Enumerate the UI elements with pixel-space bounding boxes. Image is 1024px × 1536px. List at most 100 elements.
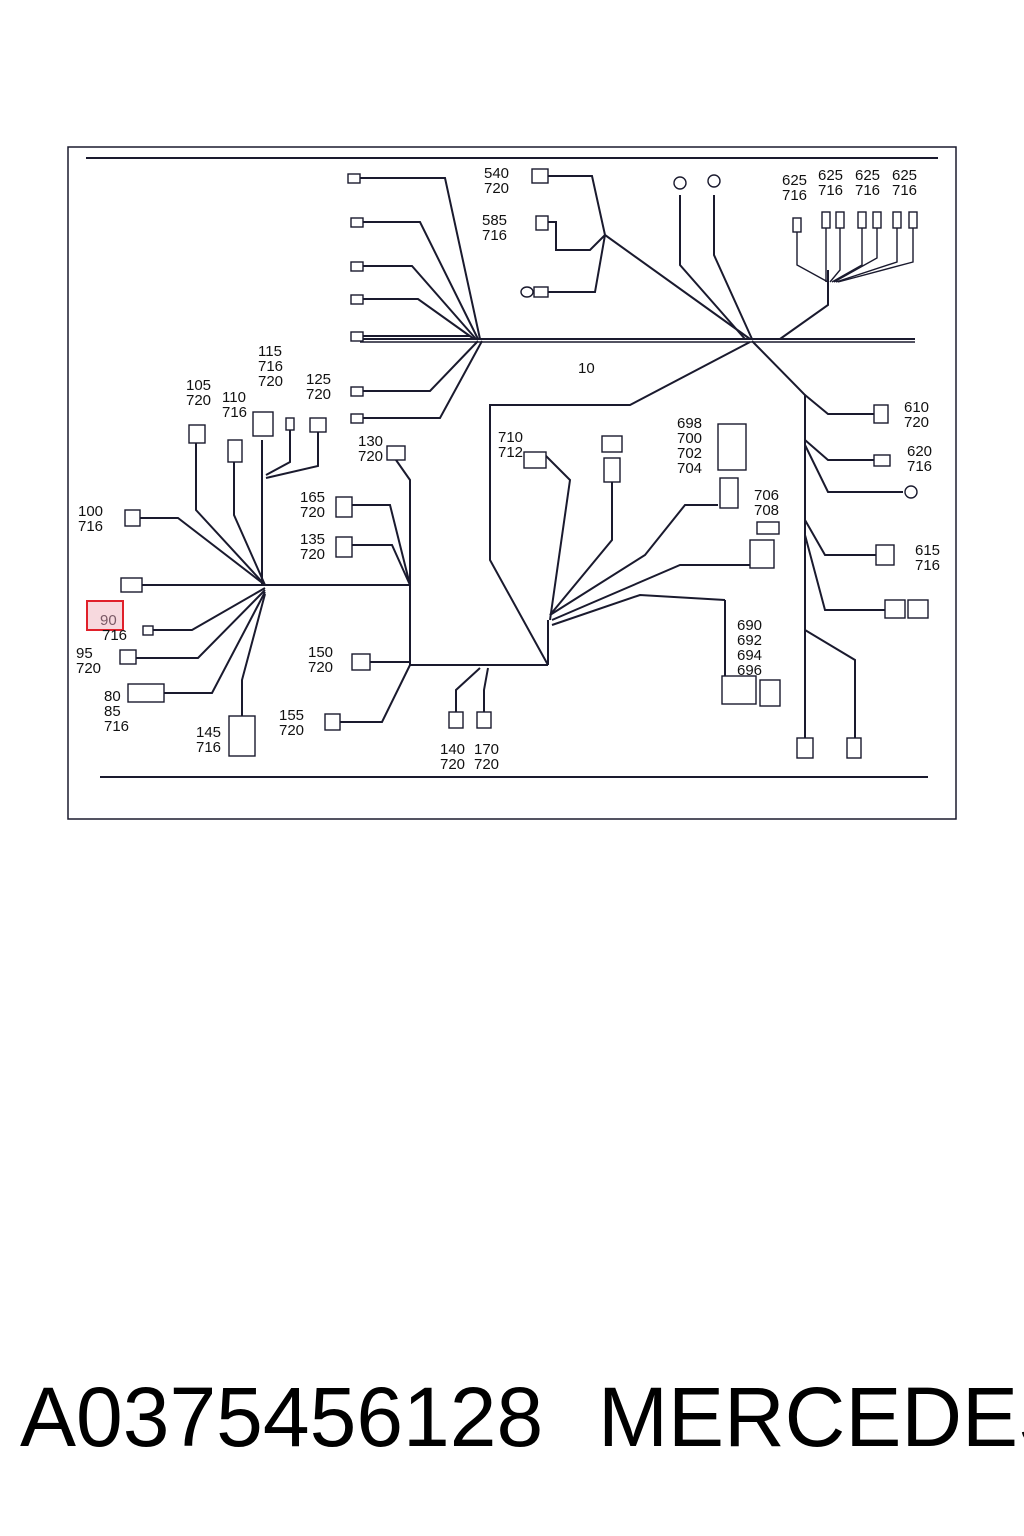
branches-right bbox=[751, 340, 929, 759]
part-label-line: 105 bbox=[186, 377, 211, 394]
part-label-line: 710 bbox=[498, 429, 523, 446]
part-label-line: 110 bbox=[222, 389, 246, 406]
diagram-frame bbox=[67, 146, 957, 820]
part-label-line: 716 bbox=[855, 182, 880, 199]
part-label-line: 708 bbox=[754, 502, 779, 519]
part-label-line: 625 bbox=[892, 167, 917, 184]
part-label-line: 716 bbox=[915, 557, 940, 574]
part-label-line: 140 bbox=[440, 741, 465, 758]
part-label-line: 716 bbox=[222, 404, 247, 421]
part-label-line: 155 bbox=[279, 707, 304, 724]
part-label-line: 720 bbox=[484, 180, 509, 197]
part-label-line: 540 bbox=[484, 165, 509, 182]
part-label-line: 716 bbox=[258, 358, 283, 375]
part-label-line: 625 bbox=[818, 167, 843, 184]
part-label-line: 615 bbox=[915, 542, 940, 559]
part-label-line: 716 bbox=[104, 718, 129, 735]
branches-upper-middle bbox=[520, 168, 918, 340]
part-label-line: 150 bbox=[308, 644, 333, 661]
part-label-line: 85 bbox=[104, 703, 121, 720]
part-label-line: 95 bbox=[76, 645, 93, 662]
part-label-line: 720 bbox=[300, 546, 325, 563]
branches-upper-left bbox=[347, 173, 483, 424]
part-label-line: 165 bbox=[300, 489, 325, 506]
part-number: A0375456128 bbox=[20, 1370, 543, 1464]
part-label-line: 720 bbox=[904, 414, 929, 431]
part-label-line: 80 bbox=[104, 688, 121, 705]
part-label-line: 716 bbox=[818, 182, 843, 199]
part-label-line: 712 bbox=[498, 444, 523, 461]
part-label-line: 620 bbox=[907, 443, 932, 460]
part-label-line: 700 bbox=[677, 430, 702, 447]
part-label-line: 690 bbox=[737, 617, 762, 634]
highlight-box-90[interactable] bbox=[86, 600, 124, 631]
part-label-line: 698 bbox=[677, 415, 702, 432]
part-label-line: 720 bbox=[300, 504, 325, 521]
part-label-90: 716 bbox=[102, 627, 127, 644]
part-label-line: 720 bbox=[306, 386, 331, 403]
part-label-line: 716 bbox=[892, 182, 917, 199]
part-label-line: 720 bbox=[258, 373, 283, 390]
part-label-line: 610 bbox=[904, 399, 929, 416]
part-label-line: 694 bbox=[737, 647, 762, 664]
part-label-line: 720 bbox=[358, 448, 383, 465]
part-label-line: 720 bbox=[76, 660, 101, 677]
part-label-line: 130 bbox=[358, 433, 383, 450]
brand-name: MERCEDES bbox=[598, 1370, 1024, 1464]
part-label-line: 720 bbox=[279, 722, 304, 739]
part-label-line: 720 bbox=[474, 756, 499, 773]
part-label-line: 692 bbox=[737, 632, 762, 649]
main-trunk bbox=[360, 338, 915, 343]
part-label-line: 702 bbox=[677, 445, 702, 462]
part-label-line: 720 bbox=[440, 756, 465, 773]
part-label-line: 720 bbox=[308, 659, 333, 676]
part-label-line: 716 bbox=[782, 187, 807, 204]
highlight-label-90[interactable]: 90 bbox=[100, 612, 117, 629]
part-label-line: 135 bbox=[300, 531, 325, 548]
part-label-line: 706 bbox=[754, 487, 779, 504]
part-label-line: 625 bbox=[782, 172, 807, 189]
part-label-line: 716 bbox=[196, 739, 221, 756]
part-label-line: 170 bbox=[474, 741, 499, 758]
part-label-line: 716 bbox=[482, 227, 507, 244]
part-label-line: 145 bbox=[196, 724, 221, 741]
part-label-line: 716 bbox=[907, 458, 932, 475]
branches-center bbox=[489, 341, 781, 707]
part-label-line: 696 bbox=[737, 662, 762, 679]
part-label-line: 125 bbox=[306, 371, 331, 388]
part-label-line: 100 bbox=[78, 503, 103, 520]
trunk-label: 10 bbox=[578, 360, 595, 377]
part-label-line: 704 bbox=[677, 460, 702, 477]
branches-left bbox=[119, 411, 548, 757]
part-label-line: 585 bbox=[482, 212, 507, 229]
part-label-line: 716 bbox=[102, 627, 127, 644]
